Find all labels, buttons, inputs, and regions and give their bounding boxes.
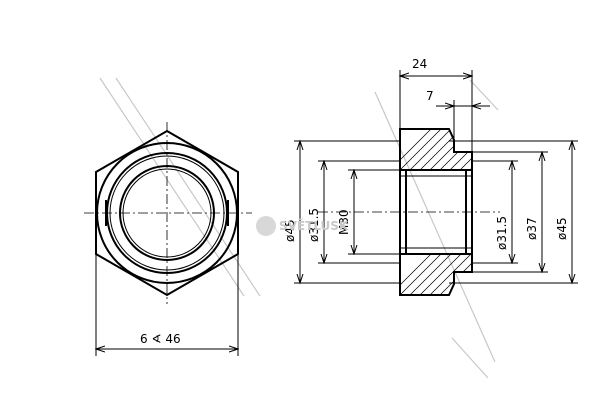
front-view: 6 ∢ 46 <box>84 122 252 356</box>
label-left-45: ø45 <box>283 219 297 242</box>
section-view: ø45 ø31.5 M30 ø31.5 ø37 ø45 24 7 <box>283 57 578 296</box>
front-width-label: 6 ∢ 46 <box>140 332 181 346</box>
watermark-text: SVĚTLUSK <box>279 218 349 233</box>
watermark-logo: SVĚTLUSK <box>256 216 349 236</box>
watermark-icon <box>256 216 276 236</box>
label-right-37: ø37 <box>525 217 539 240</box>
label-left-315: ø31.5 <box>307 208 321 242</box>
label-top-24: 24 <box>412 57 427 71</box>
hexagon-outline <box>95 129 239 297</box>
label-flange-7: 7 <box>426 89 434 103</box>
label-left-m30: M30 <box>337 209 351 235</box>
label-right-315: ø31.5 <box>495 216 509 250</box>
label-right-45: ø45 <box>555 217 569 240</box>
